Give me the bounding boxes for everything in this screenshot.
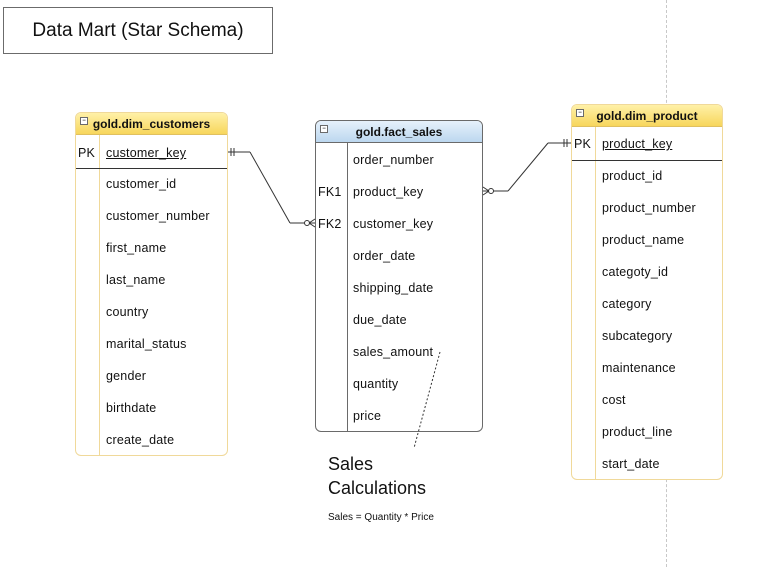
field-name: sales_amount: [353, 345, 434, 359]
pk-label: PK: [574, 137, 592, 151]
field-row[interactable]: gender: [76, 360, 227, 392]
note-title-line2: Calculations: [328, 478, 427, 498]
field-name: create_date: [106, 433, 175, 447]
field-row[interactable]: customer_id: [76, 168, 227, 200]
pk-row[interactable]: PK product_key: [572, 128, 722, 160]
field-name: first_name: [106, 241, 167, 255]
entity-header[interactable]: − gold.dim_product: [572, 105, 722, 127]
field-name: customer_id: [106, 177, 177, 191]
field-name: maintenance: [602, 361, 676, 375]
field-row[interactable]: marital_status: [76, 328, 227, 360]
field-row[interactable]: last_name: [76, 264, 227, 296]
field-row[interactable]: cost: [572, 384, 722, 416]
field-name: quantity: [353, 377, 399, 391]
key-column-divider: [99, 135, 100, 455]
key-column-divider: [595, 127, 596, 479]
fk1-label: FK1: [318, 185, 342, 199]
relationship-customers-sales[interactable]: [228, 148, 316, 228]
collapse-icon[interactable]: −: [576, 109, 584, 117]
entity-name: gold.dim_product: [596, 108, 698, 123]
note-link-line: [413, 351, 441, 449]
field-name: customer_number: [106, 209, 210, 223]
field-name: order_date: [353, 249, 416, 263]
pk-field: product_key: [602, 137, 673, 151]
field-name: product_number: [602, 201, 696, 215]
collapse-icon[interactable]: −: [320, 125, 328, 133]
field-row[interactable]: create_date: [76, 424, 227, 455]
fk-row[interactable]: FK2 customer_key: [316, 208, 482, 240]
field-row[interactable]: product_name: [572, 224, 722, 256]
field-name: subcategory: [602, 329, 673, 343]
pk-field: customer_key: [106, 146, 187, 160]
field-row[interactable]: product_number: [572, 192, 722, 224]
fk2-label: FK2: [318, 217, 342, 231]
entity-header[interactable]: − gold.fact_sales: [316, 121, 482, 143]
field-name: category: [602, 297, 652, 311]
field-name: shipping_date: [353, 281, 434, 295]
fk-row[interactable]: FK1 product_key: [316, 176, 482, 208]
field-row[interactable]: product_id: [572, 160, 722, 192]
field-name: birthdate: [106, 401, 157, 415]
field-name: order_number: [353, 153, 434, 167]
field-row[interactable]: country: [76, 296, 227, 328]
field-row[interactable]: customer_number: [76, 200, 227, 232]
field-row[interactable]: first_name: [76, 232, 227, 264]
field-row[interactable]: sales_amount: [316, 336, 482, 368]
entity-name: gold.dim_customers: [92, 116, 211, 131]
field-row[interactable]: price: [316, 400, 482, 431]
field-row[interactable]: order_date: [316, 240, 482, 272]
field-row[interactable]: order_number: [316, 144, 482, 176]
field-name: due_date: [353, 313, 407, 327]
collapse-icon[interactable]: −: [80, 117, 88, 125]
diagram-title: Data Mart (Star Schema): [3, 7, 273, 54]
pk-label: PK: [78, 146, 96, 160]
field-name: start_date: [602, 457, 660, 471]
field-name: cost: [602, 393, 626, 407]
key-column-divider: [347, 143, 348, 431]
note-title: Sales Calculations: [328, 452, 426, 500]
field-row[interactable]: due_date: [316, 304, 482, 336]
field-name: customer_key: [353, 217, 434, 231]
relationship-product-sales[interactable]: [482, 139, 571, 196]
field-name: categoty_id: [602, 265, 669, 279]
field-row[interactable]: maintenance: [572, 352, 722, 384]
field-row[interactable]: start_date: [572, 448, 722, 479]
field-row[interactable]: subcategory: [572, 320, 722, 352]
field-name: product_key: [353, 185, 424, 199]
pk-separator: [76, 168, 227, 169]
pk-separator: [572, 160, 722, 161]
field-name: price: [353, 409, 382, 423]
field-row[interactable]: product_line: [572, 416, 722, 448]
pk-row[interactable]: PK customer_key: [76, 137, 227, 169]
entity-dim-customers[interactable]: − gold.dim_customers PK customer_key cus…: [75, 112, 228, 456]
field-row[interactable]: shipping_date: [316, 272, 482, 304]
field-name: last_name: [106, 273, 166, 287]
entity-fact-sales[interactable]: − gold.fact_sales order_number FK1 produ…: [315, 120, 483, 432]
field-name: product_name: [602, 233, 685, 247]
field-row[interactable]: category: [572, 288, 722, 320]
entity-header[interactable]: − gold.dim_customers: [76, 113, 227, 135]
field-row[interactable]: quantity: [316, 368, 482, 400]
field-name: product_id: [602, 169, 663, 183]
field-name: gender: [106, 369, 147, 383]
note-title-line1: Sales: [328, 454, 374, 474]
field-row[interactable]: categoty_id: [572, 256, 722, 288]
entity-dim-product[interactable]: − gold.dim_product PK product_key produc…: [571, 104, 723, 480]
field-name: marital_status: [106, 337, 187, 351]
entity-name: gold.fact_sales: [355, 124, 443, 139]
field-name: product_line: [602, 425, 673, 439]
field-row[interactable]: birthdate: [76, 392, 227, 424]
field-name: country: [106, 305, 149, 319]
note-formula: Sales = Quantity * Price: [328, 512, 434, 523]
